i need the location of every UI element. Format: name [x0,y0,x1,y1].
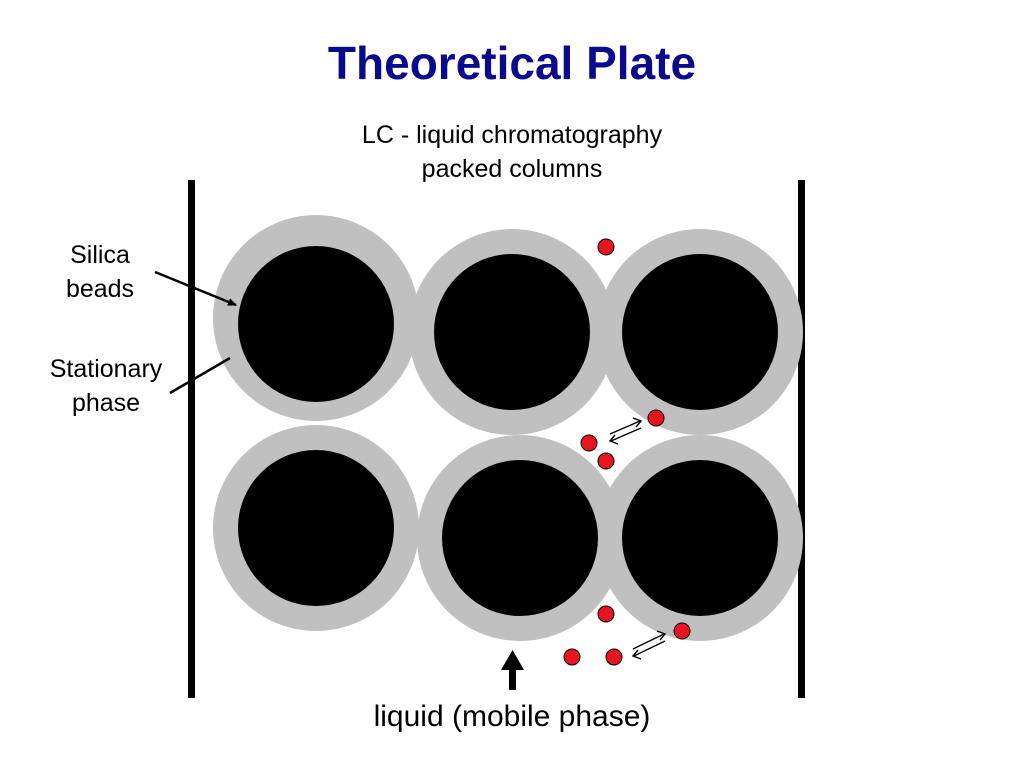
subtitle-line-1: LC - liquid chromatography [361,121,663,149]
molecule-8 [605,648,623,666]
molecule-1 [597,238,615,256]
stationary-phase-label: Stationary phase [36,352,176,420]
molecule-2 [647,409,665,427]
molecule-7 [563,648,581,666]
molecule-3 [580,434,598,452]
silica-bead-4 [238,450,394,606]
silica-bead-cores [238,246,778,616]
page-title: Theoretical Plate [327,37,697,89]
mobile-phase-caption: liquid (mobile phase) [373,700,651,733]
stationary-label-line-2: phase [71,389,141,417]
equilibrium-arrow-lower [631,630,667,660]
flow-direction-arrow [501,650,524,690]
stationary-label-line-1: Stationary [49,355,163,383]
silica-bead-1 [238,246,394,402]
silica-label-line-2: beads [65,275,135,303]
silica-bead-2 [434,254,590,410]
subtitle-line-2: packed columns [421,155,603,183]
silica-bead-6 [622,460,778,616]
column-wall-right [798,180,805,698]
silica-bead-5 [442,460,598,616]
molecule-5 [597,605,615,623]
column-wall-left [188,180,195,698]
molecule-4 [597,452,615,470]
silica-beads-label: Silica beads [40,238,160,306]
diagram-subtitle: LC - liquid chromatography packed column… [262,118,762,186]
equilibrium-arrow-upper [608,417,643,445]
silica-pointer-arrow [154,270,237,307]
silica-label-line-1: Silica [70,241,130,269]
molecule-6 [673,622,691,640]
analyte-molecules [563,238,691,666]
silica-bead-3 [622,254,778,410]
stationary-pointer-line [169,356,231,395]
